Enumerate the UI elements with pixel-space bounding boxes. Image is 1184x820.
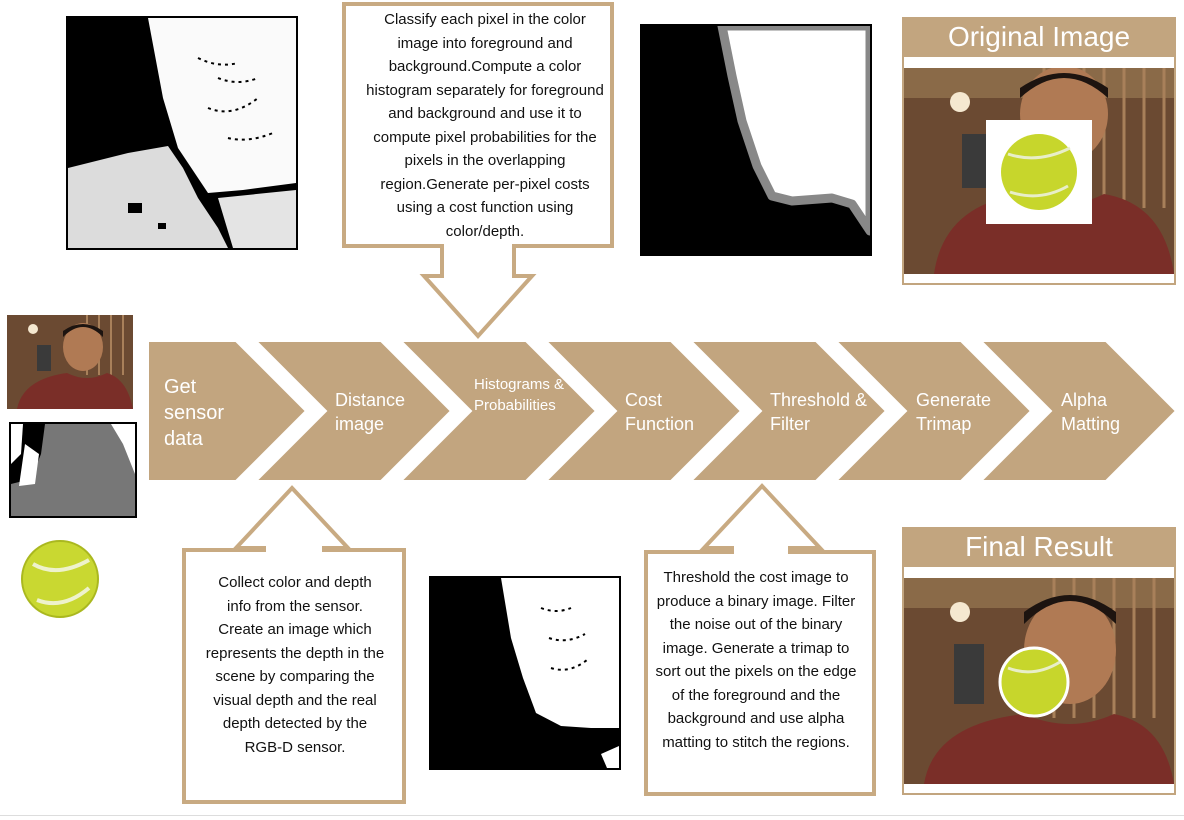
step-label-histograms: Histograms & Probabilities (474, 376, 565, 414)
step-label-alpha-matting: Alpha Matting (1061, 390, 1121, 434)
chevron-step-7 (978, 340, 1178, 482)
original-image-title: Original Image (902, 17, 1176, 57)
callout-bottom-left-shape (182, 485, 406, 804)
sensor-color-photo (7, 315, 133, 409)
step-label-threshold-filter: Threshold & Filter (770, 390, 868, 434)
sensor-depth-image (9, 422, 137, 518)
callout-top-shape (342, 2, 614, 339)
chevron-step-5 (688, 340, 888, 482)
step-label-cost-function: Cost Function (625, 390, 695, 434)
step-label-get-sensor-data: Get sensor data (164, 376, 225, 450)
chevron-step-3 (398, 340, 598, 482)
binary-mask-image (429, 576, 621, 770)
depth-map-image (66, 16, 298, 250)
chevron-step-4 (543, 340, 743, 482)
trimap-image (640, 24, 872, 256)
tennis-ball-icon (21, 540, 99, 618)
chevron-step-1 (147, 340, 308, 482)
final-person-photo (904, 578, 1174, 784)
callout-bottom-right-text: Threshold the cost image to produce a bi… (655, 569, 857, 751)
bottom-divider (0, 815, 1184, 816)
callout-bottom-right-shape (644, 483, 876, 796)
final-result-title: Final Result (902, 527, 1176, 567)
original-person-photo (904, 68, 1174, 274)
chevron-step-6 (833, 340, 1033, 482)
chevron-step-2 (253, 340, 453, 482)
callout-top-text: Classify each pixel in the color image i… (366, 11, 604, 240)
step-label-generate-trimap: Generate Trimap (916, 390, 992, 434)
callout-bottom-left-text: Collect color and depth info from the se… (205, 574, 385, 756)
step-label-distance-image: Distance image (335, 390, 406, 434)
